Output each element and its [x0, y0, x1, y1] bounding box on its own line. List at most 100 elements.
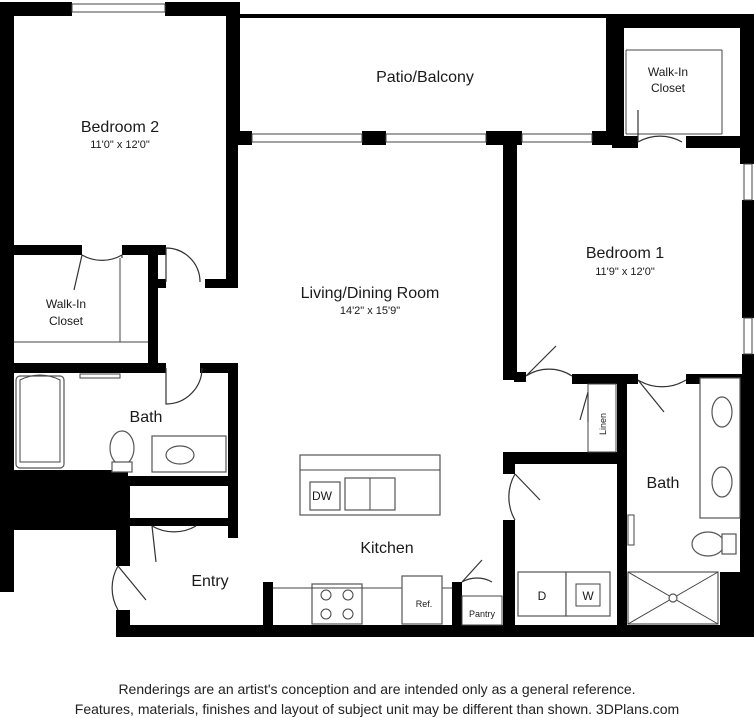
wall-patio-top	[238, 14, 612, 18]
living-label: Living/Dining Room	[301, 285, 440, 302]
closet-rods	[14, 49, 723, 343]
walls	[0, 2, 754, 637]
wall-closet-right	[148, 245, 158, 373]
bath-left-label: Bath	[130, 409, 163, 426]
door-bath-left	[165, 367, 203, 405]
walkin-left-label-2: Closet	[49, 314, 84, 328]
door-bedroom1	[525, 345, 573, 377]
wall-living-bedroom1	[503, 145, 517, 380]
toilet-right	[691, 531, 725, 557]
refrigerator	[401, 575, 443, 625]
door-linen	[579, 391, 589, 422]
sink-right-2	[711, 466, 733, 498]
wall-bath-living	[228, 363, 238, 538]
door-bedroom2	[165, 247, 201, 283]
patio-label: Patio/Balcony	[376, 69, 474, 86]
window-bedroom1-a	[743, 163, 753, 201]
toilet-right-tank	[721, 533, 737, 555]
fixtures	[15, 374, 741, 626]
wall-patio-bottom-b	[362, 131, 386, 145]
bathtub	[15, 375, 65, 469]
labels: Bedroom 2 11'0" x 12'0" Patio/Balcony Wa…	[46, 65, 688, 619]
burner-4	[342, 608, 354, 620]
door-closet-left	[73, 253, 123, 291]
wall-kitchen-left	[263, 582, 273, 630]
door-entry-closet	[151, 525, 197, 563]
wall-bath-right-top	[200, 363, 238, 373]
ref-label: Ref.	[416, 599, 433, 609]
sink-left	[165, 445, 195, 465]
door-pantry	[461, 559, 493, 583]
wall-left-lower	[0, 372, 14, 592]
wall-bedroom2-patio	[226, 2, 240, 145]
wall-closet-left	[612, 14, 624, 146]
burner-1	[320, 589, 332, 601]
wall-laundry-left	[503, 520, 515, 630]
windows	[71, 3, 753, 546]
linen-closet	[587, 383, 617, 453]
wall-bedroom2-closet-left	[0, 245, 82, 255]
wall-closet-bottom-right	[686, 136, 754, 148]
sink-right-1	[711, 396, 733, 428]
washer-lid	[575, 583, 601, 607]
wall-right-bath-left	[617, 378, 627, 630]
bedroom2-label: Bedroom 2	[81, 119, 159, 136]
wall-closet-right	[740, 14, 754, 164]
door-entry	[111, 565, 147, 611]
wall-right-bath-right	[740, 380, 754, 630]
disclaimer-line-2: Features, materials, finishes and layout…	[74, 701, 680, 717]
living-dims: 14'2" x 15'9"	[340, 305, 400, 317]
bedroom1-label: Bedroom 1	[586, 245, 664, 262]
washer	[565, 571, 611, 617]
bathtub-inner	[19, 374, 61, 463]
toilet-left	[109, 430, 135, 466]
window-right-bath	[627, 514, 635, 546]
dishwasher	[309, 481, 341, 511]
burner-3	[320, 608, 332, 620]
burner-2	[342, 589, 354, 601]
wall-patio-right	[606, 14, 614, 142]
dw-label: DW	[312, 489, 333, 503]
bath-right-label: Bath	[647, 475, 680, 492]
door-laundry	[508, 473, 541, 521]
kitchen-label: Kitchen	[360, 540, 413, 557]
shower-drain	[668, 593, 678, 603]
entry-label: Entry	[191, 573, 228, 590]
window-bedroom2	[71, 3, 166, 13]
wall-entry-left	[116, 476, 130, 566]
wall-laundry-left-top	[503, 452, 515, 474]
disclaimer-line-1: Renderings are an artist's conception an…	[118, 681, 636, 697]
wall-top-bedroom2-right	[165, 2, 240, 16]
range	[311, 583, 363, 625]
wall-closet-bottom-left	[612, 136, 638, 148]
pantry-shelf	[461, 595, 503, 626]
window-bedroom1-b	[743, 317, 753, 355]
washer-label: W	[582, 589, 594, 603]
wall-laundry-top	[503, 452, 621, 464]
wall-bedroom1-right	[742, 200, 754, 318]
wall-left-bedroom2	[0, 2, 14, 372]
wall-bedroom2-closet-right	[122, 245, 166, 255]
wall-top-bedroom2-left	[0, 2, 72, 16]
wall-closet-top	[612, 14, 754, 28]
bedroom2-dims: 11'0" x 12'0"	[90, 139, 150, 151]
door-bath-right	[637, 379, 687, 413]
wall-closet-bath	[0, 363, 166, 373]
walkin-top-label-1: Walk-In	[648, 65, 688, 79]
wall-bath-bottom	[116, 476, 238, 486]
window-patio-3	[521, 133, 593, 143]
wall-bedroom2-living	[226, 145, 238, 287]
bedroom1-dims: 11'9" x 12'0"	[595, 266, 655, 278]
toilet-left-tank	[111, 461, 133, 473]
linen-label: Linen	[598, 413, 608, 435]
doors	[73, 110, 687, 611]
window-patio-1	[251, 133, 363, 143]
wall-bedroom1-bottom-a	[514, 372, 526, 382]
window-patio-2	[385, 133, 487, 143]
door-closet-top	[637, 110, 683, 143]
walkin-left-label-1: Walk-In	[46, 297, 86, 311]
wall-bedroom2-door-right	[205, 279, 238, 288]
wall-entry-closet	[130, 518, 230, 526]
wall-patio-bottom-c	[486, 131, 522, 145]
